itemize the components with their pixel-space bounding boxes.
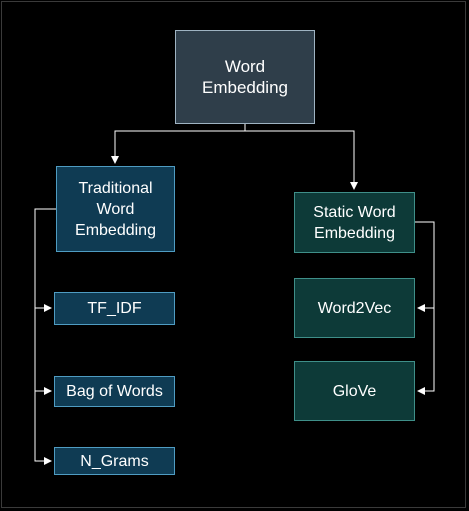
edge-static-word2vec [415,221,435,312]
edge-root-static [245,130,358,190]
node-bag-of-words: Bag of Words [54,376,175,407]
edge-root-traditional [111,124,246,164]
edge-traditional-bow [34,308,52,395]
node-n-grams: N_Grams [54,447,175,475]
edge-traditional-tfidf [34,208,56,312]
node-static-word-embedding: Static Word Embedding [294,192,415,253]
edge-static-glove [417,308,435,395]
edge-traditional-ngrams [34,391,52,465]
node-word2vec: Word2Vec [294,278,415,338]
node-traditional-word-embedding: Traditional Word Embedding [56,166,175,252]
node-tf-idf: TF_IDF [54,292,175,325]
node-word-embedding: Word Embedding [175,30,315,124]
node-glove: GloVe [294,361,415,421]
